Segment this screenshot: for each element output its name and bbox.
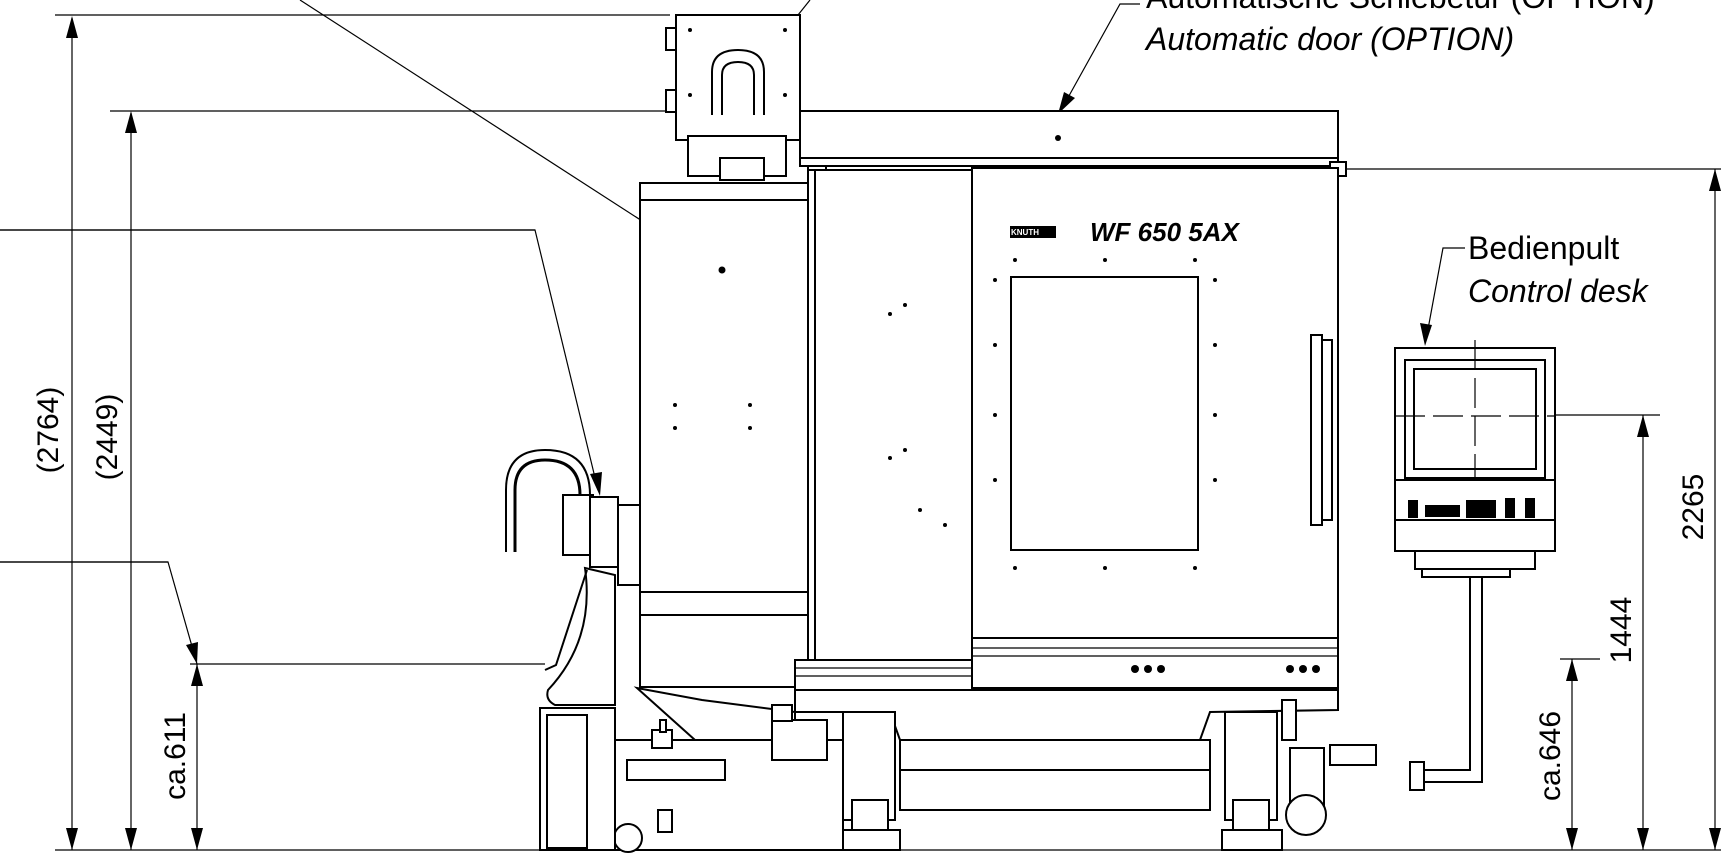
automatic-door-label-en: Automatic door (OPTION) (1144, 21, 1514, 57)
machine-brand-logo: KNUTH (1011, 228, 1039, 237)
enclosure-height-dimension: 2265 (1677, 474, 1710, 541)
control-desk (1394, 340, 1556, 791)
machine-body: KNUTH WF 650 5AX (505, 14, 1377, 853)
dimension-lines (0, 14, 1721, 851)
total-height-dimension: (2764) (32, 387, 65, 474)
right-height-dimension: ca.646 (1534, 711, 1567, 801)
cabin-height-dimension: (2449) (91, 394, 124, 481)
left-height-dimension: ca.611 (159, 712, 192, 800)
desk-height-dimension: 1444 (1605, 597, 1638, 664)
machine-model-label: WF 650 5AX (1090, 217, 1240, 247)
control-desk-label-en: Control desk (1468, 273, 1650, 309)
control-desk-label-de: Bedienpult (1468, 230, 1619, 266)
automatic-door-label-de: Automatische Schiebetür (OPTION) (1146, 0, 1655, 15)
